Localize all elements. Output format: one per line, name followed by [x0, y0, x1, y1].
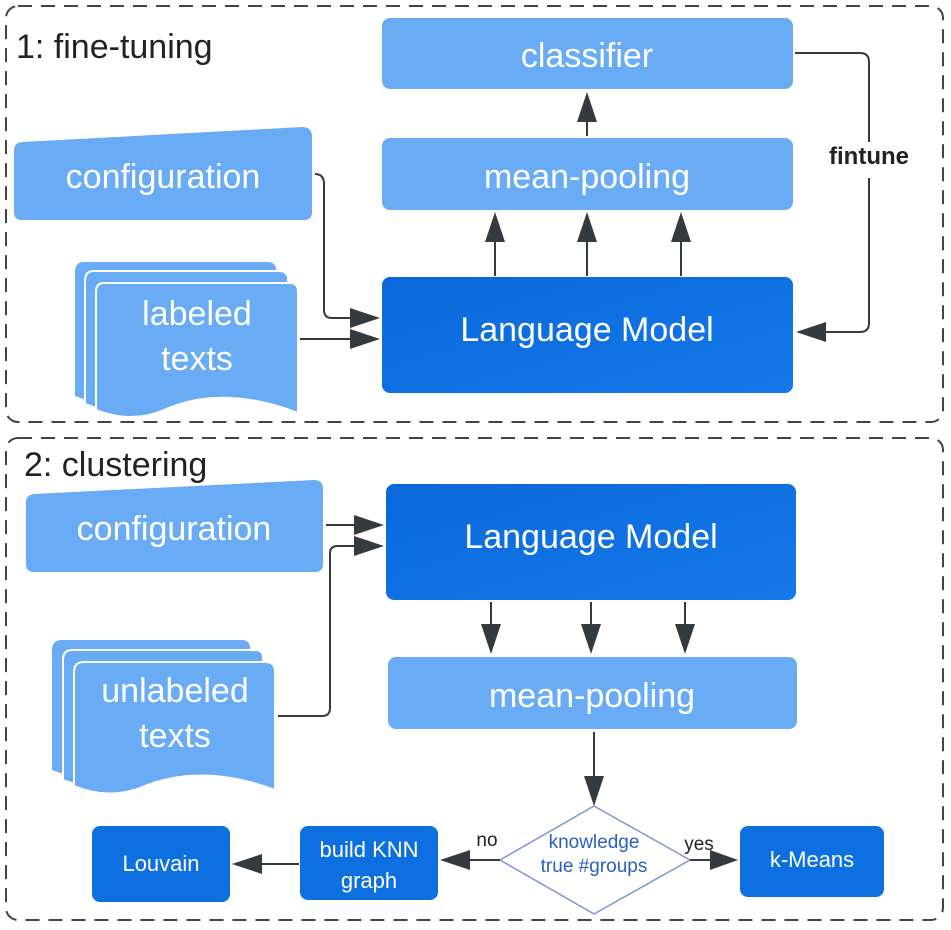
unlabeled-texts-label-line2: texts — [139, 717, 211, 755]
edge-knn-to-louvain — [232, 854, 299, 874]
edge-lm2-to-pooling2-2 — [581, 602, 601, 654]
language-model-label-2: Language Model — [464, 518, 717, 556]
labeled-texts-node: labeled texts — [75, 262, 299, 418]
edge-config-to-lm — [314, 173, 380, 328]
decision-label-line1: knowledge — [549, 832, 640, 853]
edge-decision-yes-to-kmeans — [690, 850, 738, 870]
configuration-node: configuration — [14, 127, 312, 220]
panel-fine-tuning-frame — [5, 5, 944, 423]
panel-clustering-frame — [5, 437, 944, 921]
knn-label-line2: graph — [341, 868, 397, 893]
kmeans-node: k-Means — [740, 826, 884, 897]
decision-label-line2: true #groups — [541, 856, 648, 877]
edge-pooling2-to-decision — [584, 732, 604, 806]
edge-pooling-to-classifier — [577, 92, 597, 136]
louvain-node: Louvain — [92, 826, 230, 902]
panel-clustering-title: 2: clustering — [24, 446, 207, 484]
kmeans-label: k-Means — [770, 847, 854, 872]
mean-pooling-label-2: mean-pooling — [489, 677, 695, 715]
classifier-node: classifier — [382, 18, 793, 89]
edge-texts2-to-lm2 — [278, 536, 384, 717]
edge-lm-to-pooling-3 — [671, 212, 691, 276]
edge-config2-to-lm2 — [326, 515, 384, 535]
edge-lm2-to-pooling2-1 — [481, 602, 501, 654]
mean-pooling-label: mean-pooling — [484, 158, 690, 196]
language-model-node: Language Model — [382, 277, 793, 393]
decision-diamond: knowledge true #groups — [499, 805, 691, 915]
labeled-texts-label-line1: labeled — [142, 295, 252, 333]
mean-pooling-node-2: mean-pooling — [388, 657, 797, 729]
edge-decision-no-to-knn — [440, 850, 500, 870]
edge-texts-to-lm — [300, 329, 380, 349]
knn-label-line1: build KNN — [319, 837, 418, 862]
unlabeled-texts-node: unlabeled texts — [52, 640, 276, 795]
knn-graph-node: build KNN graph — [300, 826, 438, 900]
mean-pooling-node: mean-pooling — [382, 138, 793, 210]
language-model-label: Language Model — [460, 311, 713, 349]
classifier-label: classifier — [521, 37, 653, 75]
configuration-label: configuration — [66, 158, 261, 196]
configuration-node-2: configuration — [26, 480, 323, 572]
edge-finetune-feedback — [795, 52, 870, 342]
yes-edge-label: yes — [684, 834, 714, 855]
panel-fine-tuning-title: 1: fine-tuning — [16, 28, 213, 66]
edge-lm-to-pooling-1 — [485, 212, 505, 276]
finetune-edge-label: fintune — [829, 143, 909, 170]
language-model-node-2: Language Model — [386, 484, 796, 600]
edge-lm2-to-pooling2-3 — [675, 602, 695, 654]
edge-lm-to-pooling-2 — [577, 212, 597, 276]
unlabeled-texts-label-line1: unlabeled — [101, 672, 248, 710]
louvain-label: Louvain — [122, 851, 199, 876]
no-edge-label: no — [476, 830, 497, 851]
labeled-texts-label-line2: texts — [161, 340, 233, 378]
configuration-label-2: configuration — [77, 510, 272, 548]
